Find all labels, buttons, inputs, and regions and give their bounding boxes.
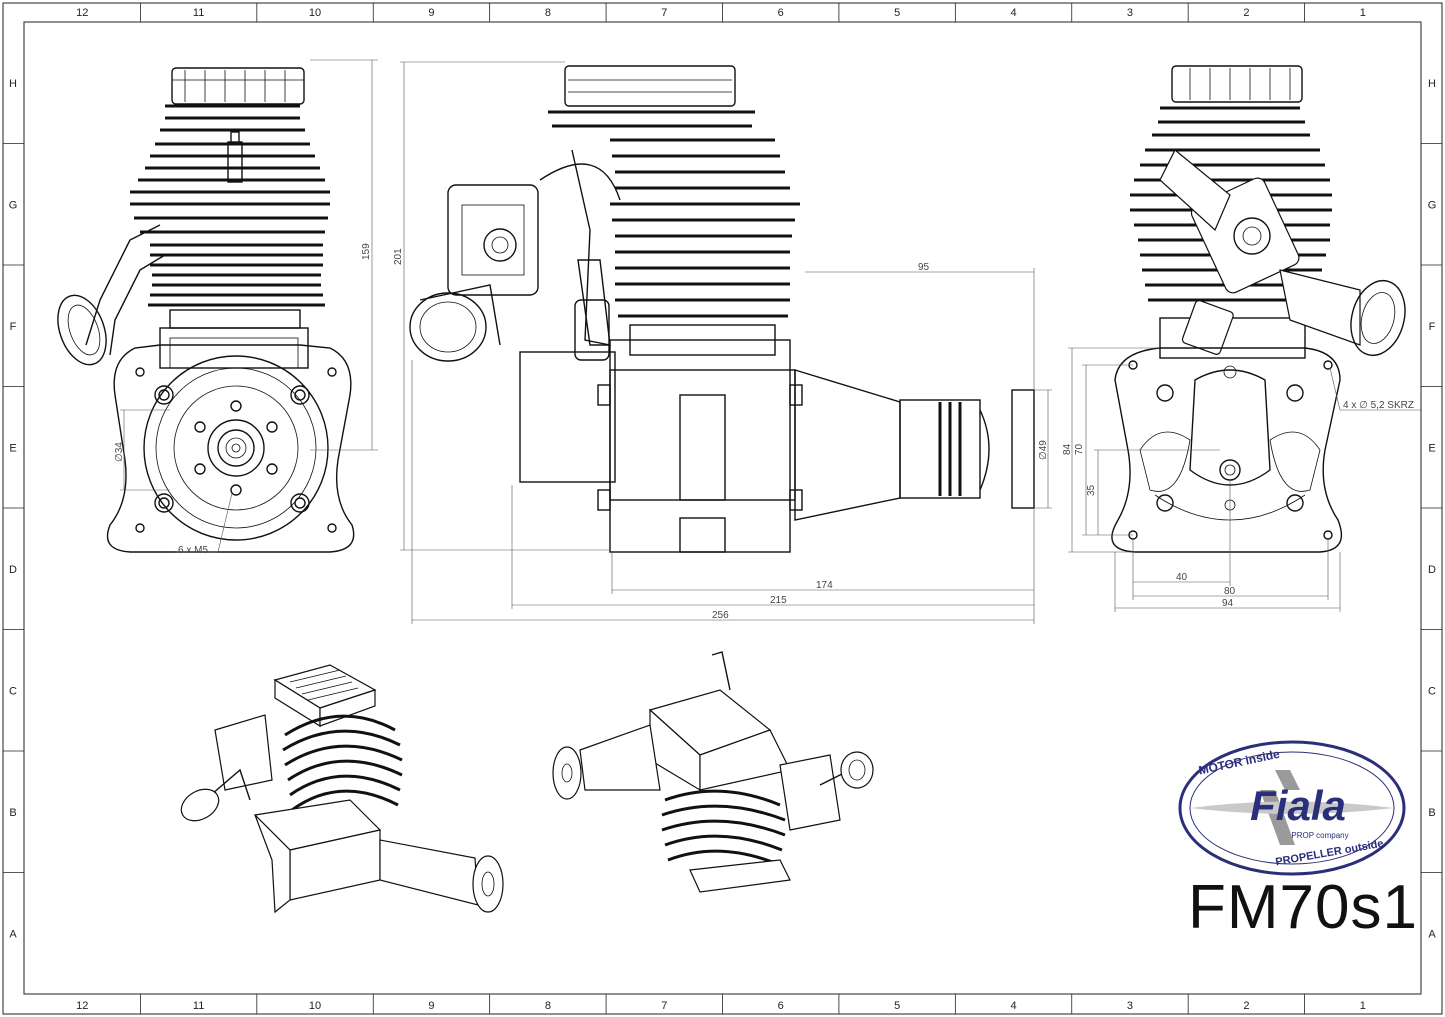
zone-ticks — [3, 3, 1442, 1014]
zone-col-top-9: 9 — [428, 7, 434, 19]
zone-col-top-6: 6 — [778, 7, 784, 19]
zone-col-top-12: 12 — [76, 7, 88, 19]
dim-70: 70 — [1074, 443, 1085, 455]
zone-col-bottom-1: 1 — [1360, 1000, 1366, 1012]
dim-40: 40 — [1176, 572, 1188, 583]
zone-col-bottom-7: 7 — [661, 1000, 667, 1012]
dim-34-diameter: ∅34 — [114, 442, 125, 462]
zone-row-right-H: H — [1428, 78, 1436, 90]
dim-49-diameter: ∅49 — [1038, 440, 1049, 460]
zone-row-right-B: B — [1428, 807, 1435, 819]
zone-row-left-D: D — [9, 564, 17, 576]
zone-row-left-G: G — [9, 199, 18, 211]
isometric-view-right — [552, 651, 874, 893]
zone-row-right-E: E — [1428, 442, 1435, 454]
zone-col-top-5: 5 — [894, 7, 900, 19]
zone-col-top-2: 2 — [1243, 7, 1249, 19]
dim-35: 35 — [1086, 484, 1097, 496]
dim-95: 95 — [918, 262, 930, 273]
zone-col-bottom-6: 6 — [778, 1000, 784, 1012]
zone-row-right-G: G — [1428, 199, 1437, 211]
dim-159: 159 — [361, 243, 372, 260]
zone-col-top-4: 4 — [1010, 7, 1016, 19]
zone-col-bottom-8: 8 — [545, 1000, 551, 1012]
side-view: 201 95 ∅49 174 215 256 — [393, 61, 1052, 624]
zone-col-top-10: 10 — [309, 7, 321, 19]
zone-row-left-H: H — [9, 78, 17, 90]
zone-col-top-7: 7 — [661, 7, 667, 19]
zone-col-top-8: 8 — [545, 7, 551, 19]
zone-row-right-C: C — [1428, 685, 1436, 697]
zone-col-bottom-4: 4 — [1010, 1000, 1016, 1012]
zone-row-left-B: B — [9, 807, 16, 819]
dim-174: 174 — [816, 580, 833, 591]
zone-row-left-E: E — [9, 442, 16, 454]
zone-col-bottom-3: 3 — [1127, 1000, 1133, 1012]
zone-col-bottom-9: 9 — [428, 1000, 434, 1012]
rear-view: 4 x ∅ 5,2 SKRZ 84 70 35 40 80 94 — [1062, 65, 1422, 612]
zone-row-right-F: F — [1429, 321, 1436, 333]
logo-brand: Fiala — [1250, 782, 1346, 829]
dim-215: 215 — [770, 595, 787, 606]
zone-col-top-3: 3 — [1127, 7, 1133, 19]
isometric-view-left — [180, 664, 504, 914]
zone-col-bottom-11: 11 — [193, 1000, 204, 1012]
dim-84: 84 — [1062, 443, 1073, 455]
zone-col-bottom-10: 10 — [309, 1000, 321, 1012]
logo-sub: PROP company — [1291, 831, 1348, 840]
zone-row-left-F: F — [10, 321, 17, 333]
zone-col-top-1: 1 — [1360, 7, 1366, 19]
zone-col-top-11: 11 — [193, 7, 204, 19]
zone-row-right-A: A — [1428, 928, 1436, 940]
fiala-logo: Fiala PROP company MOTOR inside PROPELLE… — [1178, 740, 1406, 876]
front-view: 159 ∅34 6 x M5 — [57, 59, 378, 556]
zone-col-bottom-2: 2 — [1243, 1000, 1249, 1012]
drawing-title: FM70s1 — [1188, 873, 1418, 942]
dim-6xm5: 6 x M5 — [178, 545, 208, 556]
zone-row-left-A: A — [9, 928, 17, 940]
zone-col-bottom-5: 5 — [894, 1000, 900, 1012]
zone-row-left-C: C — [9, 685, 17, 697]
dim-201: 201 — [393, 248, 404, 265]
dim-80: 80 — [1224, 586, 1236, 597]
zone-col-bottom-12: 12 — [76, 1000, 88, 1012]
dim-256: 256 — [712, 610, 729, 621]
dim-4x-5-2: 4 x ∅ 5,2 SKRZ — [1343, 400, 1414, 411]
zone-row-right-D: D — [1428, 564, 1436, 576]
dim-94: 94 — [1222, 598, 1234, 609]
